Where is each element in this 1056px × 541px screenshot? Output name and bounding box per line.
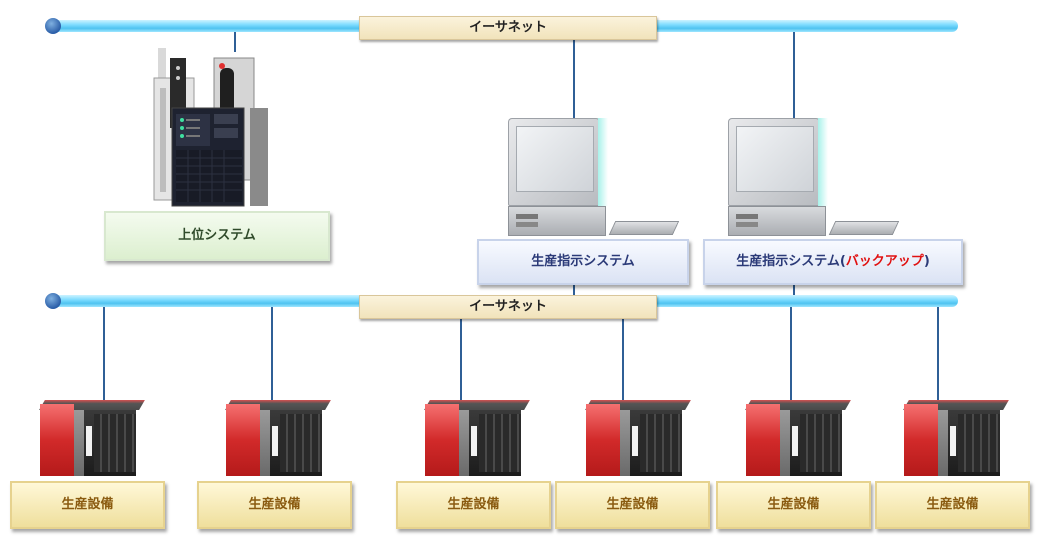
backup-system-label-open-paren: ( bbox=[839, 254, 846, 269]
backup-system-connector-top bbox=[793, 28, 795, 118]
equipment-label-text: 生産設備 bbox=[606, 497, 659, 512]
equipment-label-text: 生産設備 bbox=[248, 497, 301, 512]
equipment-label-5: 生産設備 bbox=[716, 481, 871, 529]
equipment-connector-4 bbox=[622, 318, 624, 404]
equipment-label-text: 生産設備 bbox=[926, 497, 979, 512]
ethernet-label-bottom: イーサネット bbox=[359, 295, 657, 319]
plc-icon bbox=[745, 400, 851, 476]
equipment-label-4: 生産設備 bbox=[555, 481, 710, 529]
equipment-label-1: 生産設備 bbox=[10, 481, 165, 529]
backup-computer-icon bbox=[728, 118, 928, 253]
plc-icon bbox=[424, 400, 530, 476]
equipment-label-3: 生産設備 bbox=[396, 481, 551, 529]
server-icon bbox=[153, 48, 268, 207]
plc-icon bbox=[225, 400, 331, 476]
ethernet-bus-bottom-endpoint bbox=[45, 293, 61, 309]
backup-system-label-close-paren: ) bbox=[923, 254, 930, 269]
production-system-connector-bottom bbox=[573, 282, 575, 302]
production-system-connector-top bbox=[573, 36, 575, 118]
ethernet-bus-top-endpoint bbox=[45, 18, 61, 34]
equipment-connector-1 bbox=[103, 298, 105, 400]
server-connector bbox=[234, 26, 236, 52]
equipment-connector-2 bbox=[271, 298, 273, 406]
production-system-label: 生産指示システム bbox=[477, 239, 689, 285]
backup-system-label: 生産指示システム(バックアップ) bbox=[703, 239, 963, 285]
equipment-connector-6 bbox=[937, 298, 939, 404]
plc-icon bbox=[39, 400, 145, 476]
production-system-label-text: 生産指示システム bbox=[531, 254, 635, 269]
plc-icon bbox=[585, 400, 691, 476]
backup-system-label-main: 生産指示システム bbox=[736, 254, 840, 269]
equipment-label-text: 生産設備 bbox=[767, 497, 820, 512]
equipment-connector-3 bbox=[460, 318, 462, 404]
equipment-label-text: 生産設備 bbox=[447, 497, 500, 512]
backup-system-label-backup: バックアップ bbox=[845, 254, 924, 269]
computer-icon bbox=[508, 118, 708, 253]
backup-system-connector-bottom bbox=[793, 282, 795, 302]
ethernet-label-top: イーサネット bbox=[359, 16, 657, 40]
equipment-label-6: 生産設備 bbox=[875, 481, 1030, 529]
host-system-label: 上位システム bbox=[104, 211, 330, 261]
plc-icon bbox=[903, 400, 1009, 476]
equipment-label-text: 生産設備 bbox=[61, 497, 114, 512]
host-system-label-text: 上位システム bbox=[178, 228, 256, 243]
equipment-label-2: 生産設備 bbox=[197, 481, 352, 529]
equipment-connector-5 bbox=[790, 298, 792, 404]
